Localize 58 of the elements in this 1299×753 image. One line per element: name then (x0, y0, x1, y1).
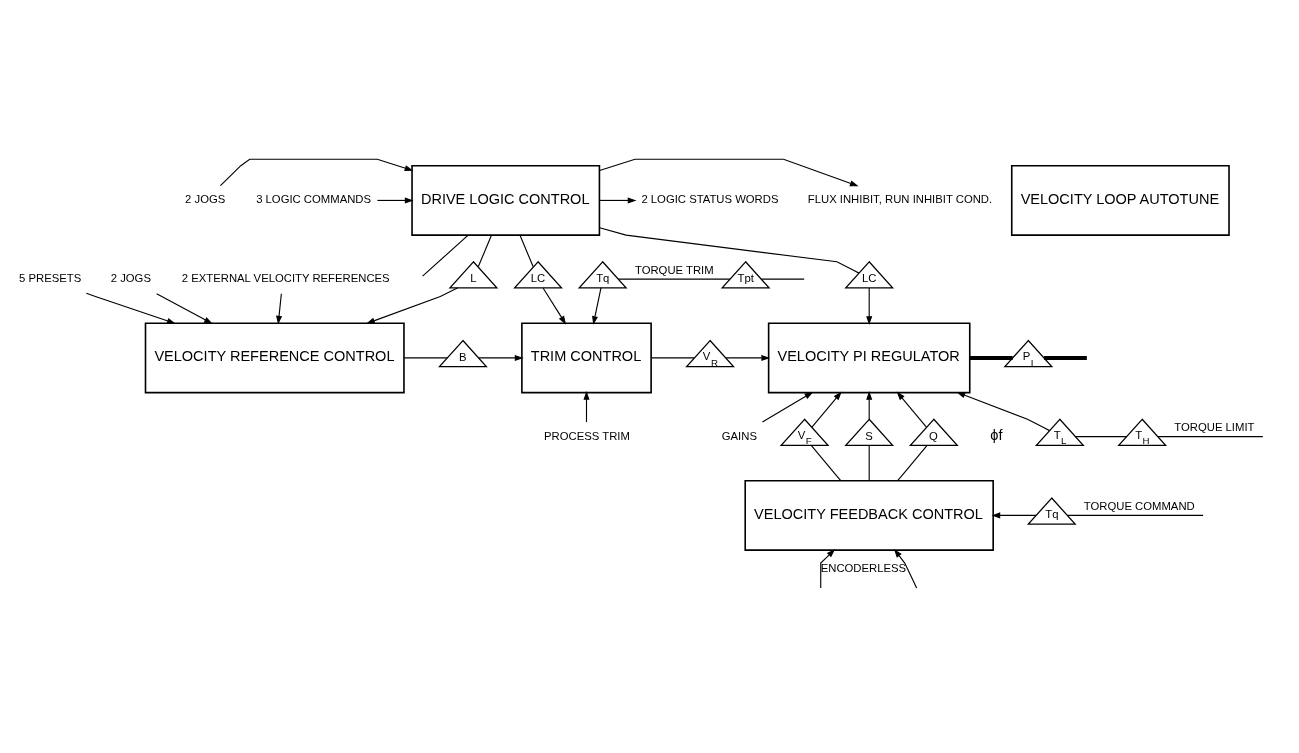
node-box: TRIM CONTROL (521, 322, 652, 394)
node-text: GAINS (721, 429, 757, 442)
connector (897, 444, 928, 482)
connector (599, 227, 860, 274)
arrow (366, 287, 459, 324)
connector (868, 444, 870, 482)
arrow (725, 354, 771, 361)
arrow (956, 392, 1051, 432)
node-box: DRIVE LOGIC CONTROL (411, 164, 601, 236)
connector (519, 234, 534, 268)
arrow (599, 197, 637, 204)
node-box: VELOCITY REFERENCE CONTROL (144, 322, 405, 394)
arrow (219, 158, 414, 187)
connector (760, 278, 805, 280)
arrow (478, 354, 524, 361)
connector (1044, 355, 1087, 360)
connector (1066, 514, 1204, 516)
node-box: VELOCITY FEEDBACK CONTROL (744, 479, 994, 551)
arrow (542, 287, 567, 325)
arrow (761, 391, 814, 423)
node-text: 3 LOGIC COMMANDS (256, 193, 372, 206)
connector (477, 234, 493, 268)
node-text: 2 JOGS (110, 272, 151, 285)
node-text: 2 LOGIC STATUS WORDS (641, 193, 779, 206)
node-box: VELOCITY PI REGULATOR (767, 322, 971, 394)
edge-label: ENCODERLESS (820, 562, 907, 575)
node-text: 2 EXTERNAL VELOCITY REFERENCES (181, 272, 390, 285)
label: ϕf (990, 427, 1003, 444)
arrow (866, 287, 873, 325)
connector (810, 444, 842, 482)
connector (422, 234, 469, 277)
arrow (85, 292, 176, 324)
edge-label: TORQUE LIMIT (1174, 421, 1255, 434)
edge-label: TORQUE COMMAND (1083, 499, 1195, 512)
connector (617, 278, 731, 280)
node-text: 5 PRESETS (19, 272, 82, 285)
arrow (276, 293, 283, 325)
node-box: VELOCITY LOOP AUTOTUNE (1010, 164, 1230, 236)
node-text: FLUX INHIBIT, RUN INHIBIT COND. (807, 193, 993, 206)
arrow (894, 548, 918, 589)
arrow (376, 197, 414, 204)
connector (1074, 436, 1128, 438)
arrow (156, 293, 213, 324)
node-text: PROCESS TRIM (544, 429, 630, 442)
arrow (991, 512, 1037, 519)
edge-label: TORQUE TRIM (634, 263, 714, 276)
arrow (599, 158, 859, 187)
connector (1157, 436, 1264, 438)
connector (403, 357, 448, 359)
arrow (866, 391, 873, 420)
node-text: 2 JOGS (185, 193, 226, 206)
connector (970, 355, 1013, 360)
arrow (592, 287, 602, 325)
connector (650, 357, 695, 359)
arrow (583, 391, 590, 423)
arrow (820, 549, 836, 589)
arrow (811, 391, 842, 428)
arrow (896, 391, 927, 428)
